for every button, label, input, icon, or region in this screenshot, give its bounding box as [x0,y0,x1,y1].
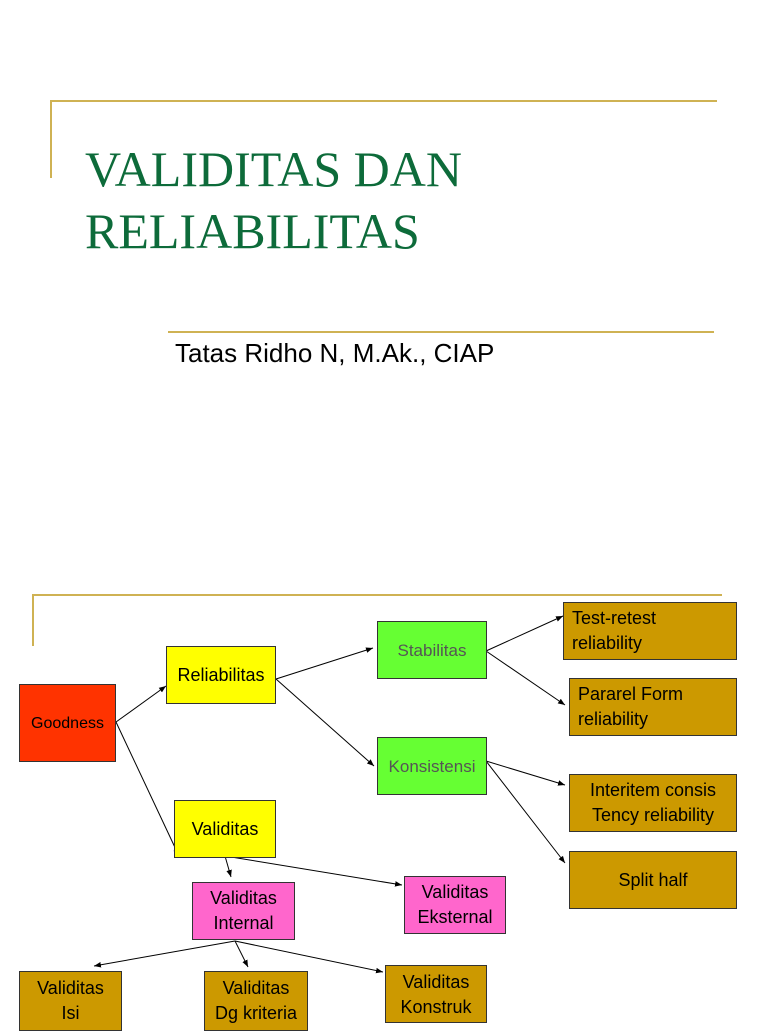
arrow-reliabilitas-konsistensi [275,678,375,767]
node-test-retest: Test-retest reliability [563,602,737,660]
arrow-stabilitas-pararel [485,650,566,706]
arrow-konsistensi-interitem [485,760,566,786]
node-validitas-kriteria: Validitas Dg kriteria [204,971,308,1031]
slide-title-line2: RELIABILITAS [85,203,420,259]
arrow-konsistensi-splithalf [485,760,566,864]
arrow-internal-konstruk [234,940,384,974]
arrow-validitas-eksternal [224,855,403,887]
node-reliabilitas: Reliabilitas [166,646,276,704]
node-validitas-konstruk: Validitas Konstruk [385,965,487,1023]
arrow-goodness-reliabilitas [115,685,167,723]
node-validitas-eksternal: Validitas Eksternal [404,876,506,934]
arrow-internal-kriteria [234,940,249,968]
arrow-reliabilitas-stabilitas [275,647,374,680]
diagram-slide: Goodness Reliabilitas Validitas Stabilit… [0,560,768,1031]
slide-title: VALIDITAS DAN RELIABILITAS [85,138,705,262]
diagram-rule-horizontal [32,594,722,596]
node-validitas-internal: Validitas Internal [192,882,295,940]
subtitle-rule [168,331,714,333]
node-pararel-form: Pararel Form reliability [569,678,737,736]
node-split-half: Split half [569,851,737,909]
arrow-stabilitas-testretest [485,615,564,652]
node-konsistensi: Konsistensi [377,737,487,795]
slide-title-line1: VALIDITAS DAN [85,141,463,197]
node-goodness: Goodness [19,684,116,762]
connector-arrows [93,615,566,974]
title-slide: VALIDITAS DAN RELIABILITAS Tatas Ridho N… [50,100,717,368]
node-stabilitas: Stabilitas [377,621,487,679]
title-rule-horizontal [50,100,717,102]
node-interitem: Interitem consis Tency reliability [569,774,737,832]
arrow-internal-isi [93,940,236,968]
slide-subtitle: Tatas Ridho N, M.Ak., CIAP [175,338,495,368]
arrow-validitas-internal [224,855,232,878]
diagram-rule-vertical [32,594,34,646]
node-validitas-isi: Validitas Isi [19,971,122,1031]
node-validitas: Validitas [174,800,276,858]
title-rule-vertical [50,100,52,178]
arrow-goodness-validitas [115,721,180,857]
